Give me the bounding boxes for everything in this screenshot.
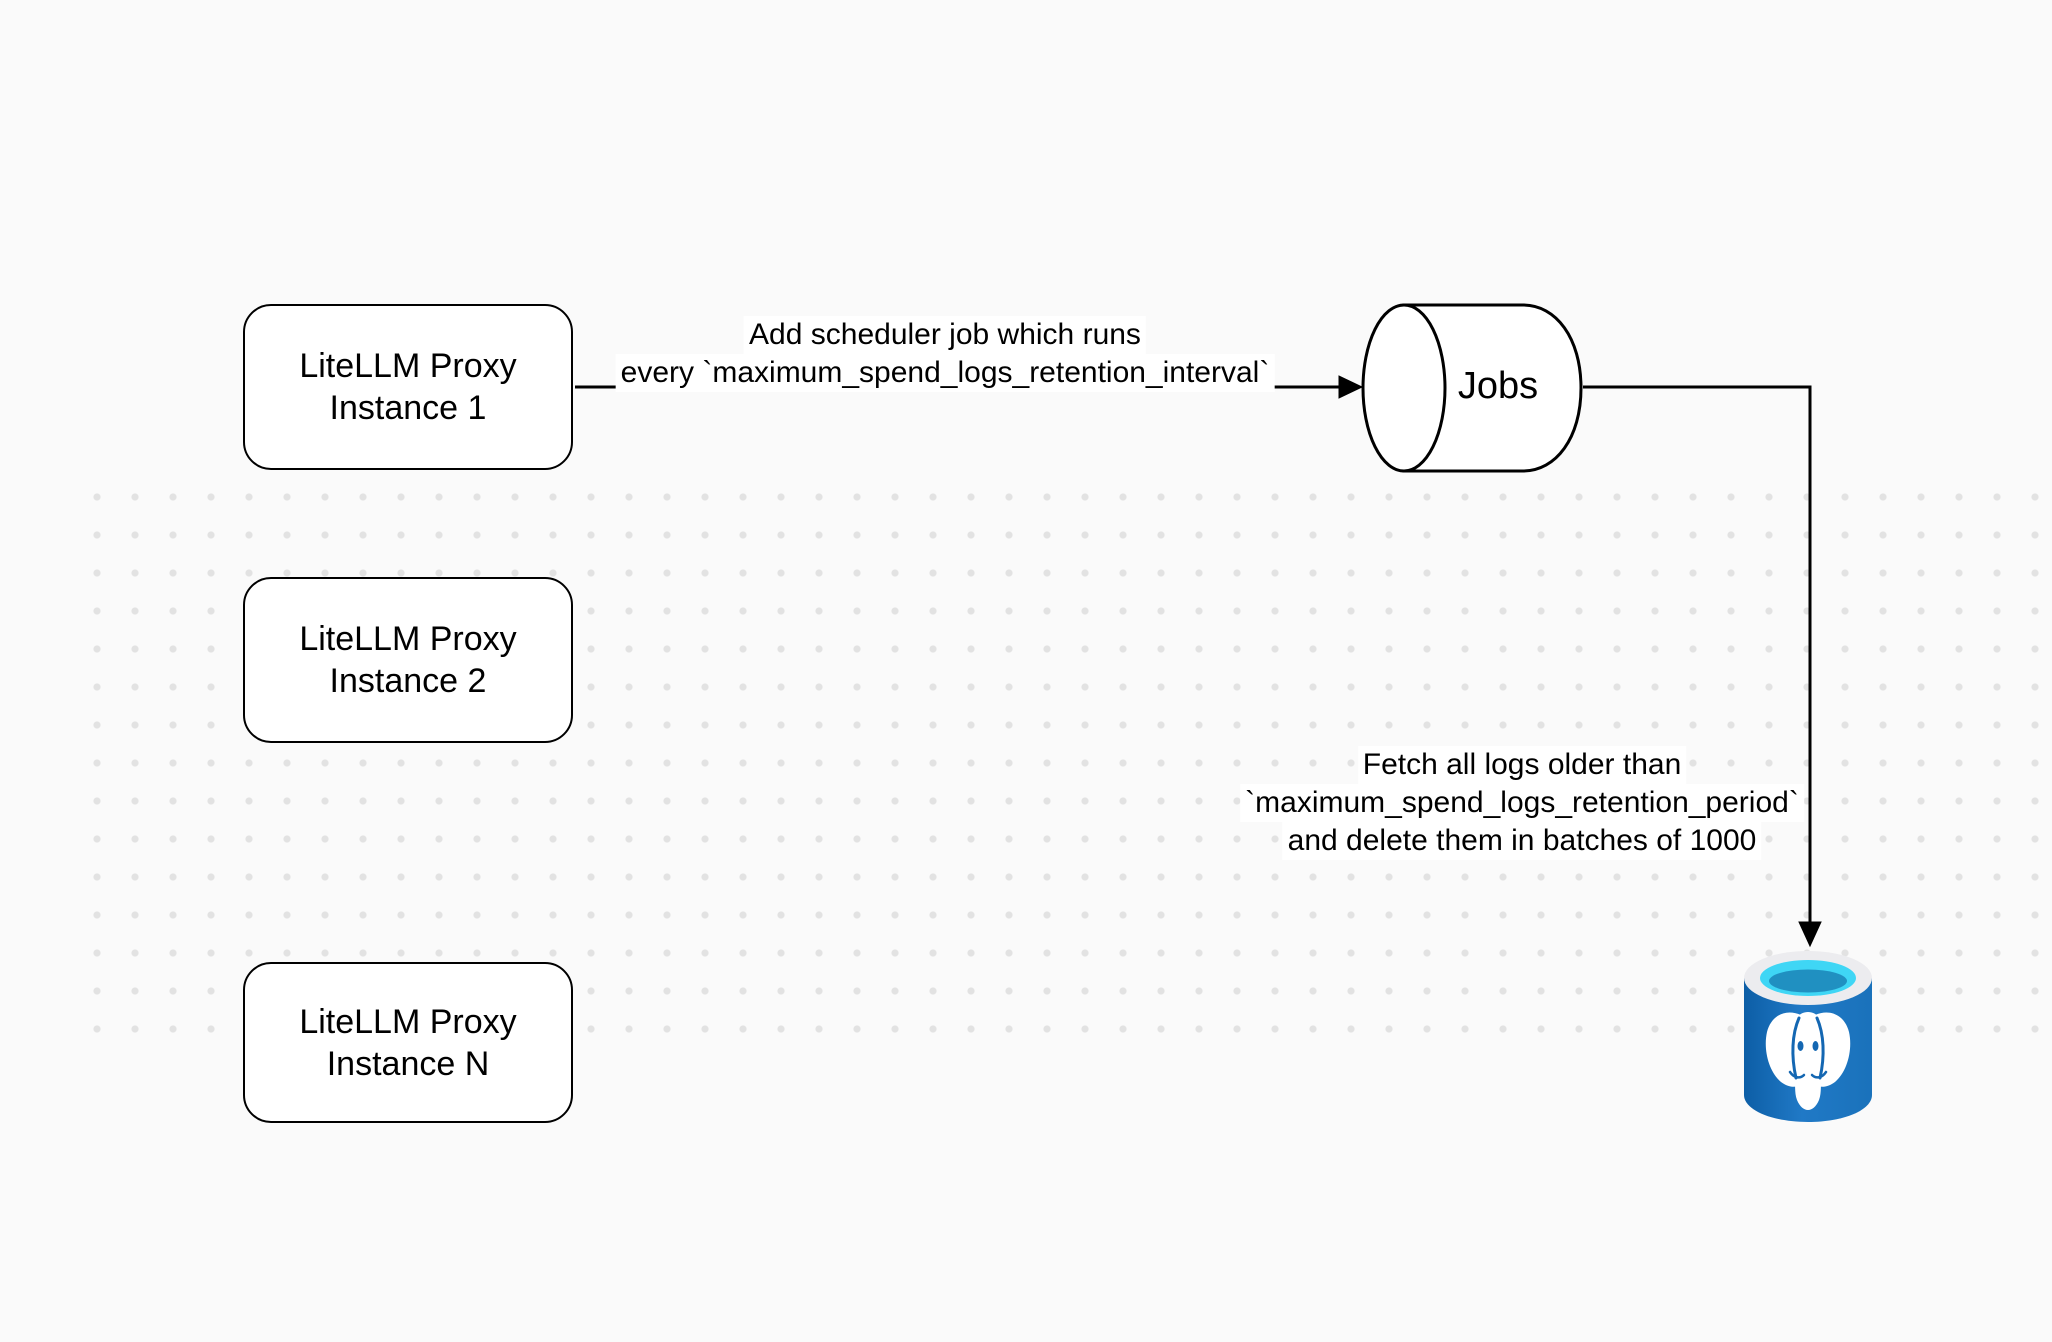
edge-label-scheduler-job: Add scheduler job which runs every `maxi… xyxy=(615,316,1275,392)
node-label-line: Instance N xyxy=(326,1044,490,1083)
dot-grid-background xyxy=(78,478,2052,1048)
edge-label-line: Add scheduler job which runs xyxy=(744,316,1146,354)
node-label-line: LiteLLM Proxy xyxy=(299,1002,517,1041)
edge-label-line: and delete them in batches of 1000 xyxy=(1282,822,1762,860)
arrow-jobs-to-postgres xyxy=(1583,385,1822,948)
postgresql-database-icon xyxy=(1744,951,1872,1122)
edge-label-line: every `maximum_spend_logs_retention_inte… xyxy=(615,354,1275,392)
node-litellm-proxy-instance-n: LiteLLM Proxy Instance N xyxy=(243,962,573,1123)
database-water-deep xyxy=(1769,969,1847,993)
node-litellm-proxy-instance-1: LiteLLM Proxy Instance 1 xyxy=(243,304,573,470)
node-label-line: Instance 2 xyxy=(329,662,487,700)
node-label-line: LiteLLM Proxy xyxy=(299,347,517,385)
edge-label-delete-logs: Fetch all logs older than `maximum_spend… xyxy=(1240,746,1804,860)
node-label-line: LiteLLM Proxy xyxy=(299,620,517,658)
jobs-queue-label: Jobs xyxy=(1457,365,1539,407)
node-label-line: Instance 1 xyxy=(329,389,487,427)
postgresql-elephant-icon xyxy=(1765,1012,1851,1110)
edge-label-line: Fetch all logs older than xyxy=(1357,746,1687,784)
edge-label-line: `maximum_spend_logs_retention_period` xyxy=(1240,784,1804,822)
node-litellm-proxy-instance-2: LiteLLM Proxy Instance 2 xyxy=(243,577,573,743)
jobs-queue-cylinder xyxy=(1361,303,1583,473)
